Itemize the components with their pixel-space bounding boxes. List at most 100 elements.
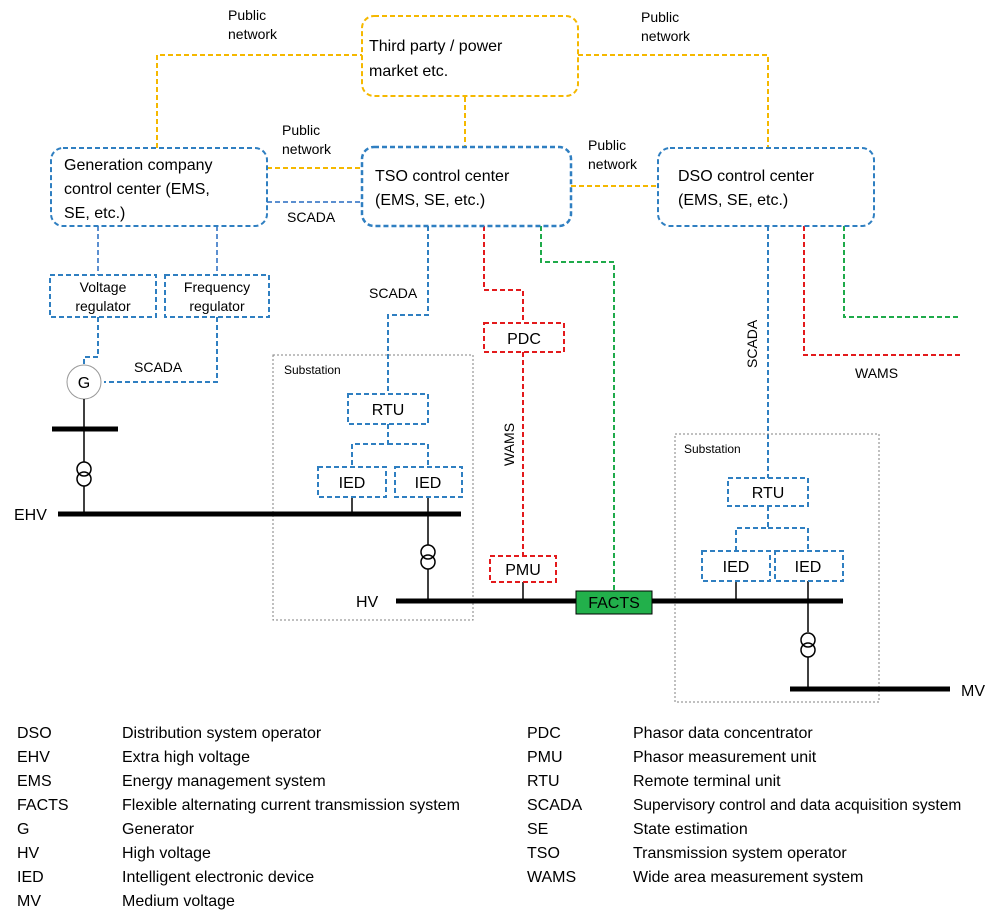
public-network-label-1b: network	[228, 26, 278, 42]
public-network-label-4b: network	[588, 156, 638, 172]
frequency-regulator-text-1: Frequency	[184, 279, 250, 295]
substation-frame-tso	[272, 354, 474, 621]
legend-abbr: WAMS	[527, 869, 577, 886]
ied2-label-left: IED	[723, 559, 750, 576]
ied2-box-right	[774, 550, 844, 582]
scada-label-genco-tso: SCADA	[287, 209, 336, 225]
ehv-label: EHV	[14, 507, 47, 524]
green-link-tso-facts	[540, 226, 615, 591]
legend-definition: Distribution system operator	[122, 725, 322, 742]
scada-links	[83, 201, 809, 551]
legend-definition: Supervisory control and data acquisition…	[633, 797, 962, 814]
legend-abbr: EMS	[17, 773, 52, 790]
wams-link-dso	[803, 226, 960, 356]
legend-definition: Phasor data concentrator	[633, 725, 813, 742]
third-party-box	[361, 15, 579, 97]
public-network-label-3b: network	[282, 141, 332, 157]
ied-box-right	[394, 466, 463, 498]
legend-abbr: G	[17, 821, 30, 838]
green-link-dso	[843, 226, 960, 318]
genco-text-2: control center (EMS,	[64, 181, 210, 198]
substation-label-dso: Substation	[684, 442, 741, 456]
substation-label-tso: Substation	[284, 363, 341, 377]
legend-abbr: SE	[527, 821, 549, 838]
facts-control-links	[540, 226, 960, 591]
wams-links	[483, 226, 960, 556]
legend-abbr: PMU	[527, 749, 563, 766]
genco-text-1: Generation company	[64, 157, 213, 174]
link-rtu-ied-right	[388, 443, 429, 467]
link-rtu-ied-left	[351, 424, 389, 467]
legend-abbr: HV	[17, 845, 40, 862]
hv-label: HV	[356, 594, 379, 611]
rtu2-label: RTU	[752, 485, 785, 502]
public-network-label-2a: Public	[641, 9, 679, 25]
voltage-regulator-box	[49, 274, 157, 318]
scada-label-regulator: SCADA	[134, 359, 183, 375]
voltage-regulator-text-1: Voltage	[80, 279, 127, 295]
public-network-label-1a: Public	[228, 7, 266, 23]
power-system-diagram: Third party / power market etc. Generati…	[14, 7, 985, 703]
pdc-box	[483, 322, 565, 353]
substation-frame-dso	[674, 433, 880, 703]
scada-link-tso-rtu	[387, 226, 429, 394]
frequency-regulator-text-2: regulator	[189, 298, 245, 314]
public-network-label-4a: Public	[588, 137, 626, 153]
pmu-box	[489, 555, 557, 583]
scada-label-tso-rtu: SCADA	[369, 285, 418, 301]
legend-definition: High voltage	[122, 845, 211, 862]
public-link-genco-thirdparty	[156, 54, 362, 148]
scada-label-dso: SCADA	[744, 319, 760, 368]
rtu2-box	[727, 477, 809, 507]
public-network-label-3a: Public	[282, 122, 320, 138]
legend-definition: Transmission system operator	[633, 845, 847, 862]
legend-abbr: PDC	[527, 725, 561, 742]
voltage-regulator-text-2: regulator	[75, 298, 131, 314]
scada-link-frequency-regulator-generator	[104, 317, 218, 383]
legend-abbr: EHV	[17, 749, 50, 766]
rtu-label: RTU	[372, 402, 405, 419]
dso-text-1: DSO control center	[678, 168, 815, 185]
genco-text-3: SE, etc.)	[64, 205, 125, 222]
facts-label: FACTS	[588, 595, 640, 612]
ied-box-left	[317, 466, 387, 498]
dso-transformer-icon	[800, 632, 816, 658]
dso-text-2: (EMS, SE, etc.)	[678, 192, 788, 209]
ied-label-right: IED	[415, 475, 442, 492]
legend-definition: Phasor measurement unit	[633, 749, 817, 766]
genco-control-center-box	[50, 147, 268, 227]
generator-transformer-icon	[76, 461, 92, 487]
frequency-regulator-box	[164, 274, 270, 318]
substation-transformer-icon	[420, 544, 436, 570]
facts-box	[575, 590, 653, 615]
legend-abbr: DSO	[17, 725, 52, 742]
wams-label-dso: WAMS	[855, 365, 898, 381]
link-rtu2-ied-right	[768, 527, 809, 551]
ied2-box-left	[701, 550, 771, 582]
legend-definition: Medium voltage	[122, 893, 235, 910]
legend-definition: Extra high voltage	[122, 749, 251, 766]
public-network-label-2b: network	[641, 28, 691, 44]
link-voltage-regulator-generator	[83, 317, 99, 365]
public-network-links	[156, 54, 769, 187]
wams-label-vertical: WAMS	[501, 423, 517, 466]
legend-definition: Flexible alternating current transmissio…	[122, 797, 460, 814]
tso-text-2: (EMS, SE, etc.)	[375, 192, 485, 209]
legend-definition: Wide area measurement system	[633, 869, 864, 886]
legend-definition: Generator	[122, 821, 195, 838]
ied-label-left: IED	[339, 475, 366, 492]
ied2-label-right: IED	[795, 559, 822, 576]
link-rtu2-ied-left	[735, 506, 769, 551]
legend-abbr: TSO	[527, 845, 560, 862]
wams-link-tso-pdc	[483, 226, 524, 323]
mv-label: MV	[961, 683, 985, 700]
pmu-label: PMU	[505, 562, 541, 579]
legend-abbr: SCADA	[527, 797, 583, 814]
rtu-box	[347, 393, 429, 425]
legend-abbr: MV	[17, 893, 41, 910]
legend-abbr: FACTS	[17, 797, 69, 814]
legend-definition: Remote terminal unit	[633, 773, 781, 790]
legend-abbr: RTU	[527, 773, 560, 790]
legend-definition: Intelligent electronic device	[122, 869, 315, 886]
public-link-thirdparty-dso	[578, 54, 769, 148]
